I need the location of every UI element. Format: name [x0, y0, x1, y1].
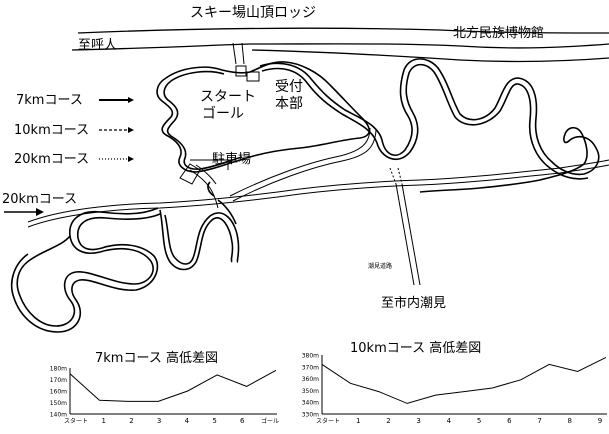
- profile-7km-x-tick-label: 4: [185, 417, 190, 425]
- profile-10km-title: 10kmコース 高低差図: [350, 340, 481, 356]
- profile-10km-x-tick-label: 4: [447, 417, 452, 425]
- profile-7km-y-tick-label: 180m: [50, 366, 67, 373]
- profile-10km-y-tick-label: 370m: [302, 364, 319, 371]
- profile-7km-x-tick-label: スタート: [64, 417, 88, 425]
- profile-10km-x-tick-label: スタート: [316, 417, 340, 425]
- parking-label: 駐車場: [212, 152, 251, 167]
- profile-7km-x-tick-label: 6: [240, 417, 245, 425]
- profile-7km-y-tick-label: 150m: [50, 400, 67, 407]
- start-label: スタート: [200, 89, 256, 105]
- profile-7km-y-tick-label: 170m: [50, 377, 67, 384]
- museum-label: 北方民族博物館: [453, 25, 544, 41]
- profile-7km-x-tick-label: ゴール: [261, 417, 279, 425]
- profile-10km-x-tick-label: 7: [537, 417, 541, 425]
- arrow-icon: [128, 127, 134, 133]
- profile-7km-x-tick-label: 5: [212, 417, 216, 425]
- profile-10km-y-tick-label: 350m: [302, 388, 319, 395]
- profile-7km-x-tick-label: 3: [157, 417, 161, 425]
- profile-10km-line: [321, 356, 607, 404]
- profile-10km-y-tick-label: 330m: [302, 412, 319, 419]
- profile-10km-y-tick-label: 360m: [302, 376, 319, 383]
- small-road-label: 潮見道路: [368, 262, 392, 270]
- profile-10km-x-tick-label: 8: [568, 417, 572, 425]
- course-entry-label: 20kmコース: [2, 192, 77, 207]
- profile-10km-x-tick-label: 6: [507, 417, 512, 425]
- profile-7km-title: 7kmコース 高低差図: [95, 350, 218, 366]
- map-legend: 7kmコース 10kmコース 20kmコース: [14, 93, 134, 167]
- arrow-icon: [128, 97, 134, 103]
- profile-10km-y-tick-label: 340m: [302, 400, 319, 407]
- profile-7km-x-tick-label: 1: [101, 417, 105, 425]
- to-city-label: 至市内潮見: [381, 295, 446, 311]
- profile-10km-x-tick-label: 2: [386, 417, 390, 425]
- profile-7km-x-tick-label: 2: [129, 417, 133, 425]
- ski-lodge-label: スキー場山頂ロッジ: [190, 5, 316, 21]
- lake-shore: [71, 27, 609, 63]
- legend-10km-label: 10kmコース: [14, 123, 89, 138]
- arrow-icon: [128, 156, 134, 162]
- headquarters-label: 本部: [275, 96, 303, 112]
- profile-10km: 10kmコース 高低差図 380m 370m 360m 350m 340m 330m スタ…: [302, 340, 607, 425]
- profile-7km-y-tick-label: 160m: [50, 389, 67, 396]
- profile-10km-x-tick-label: 3: [416, 417, 420, 425]
- roads: [27, 42, 609, 286]
- goal-label: ゴール: [202, 105, 244, 122]
- to-koboto-label: 至呼人: [78, 38, 117, 53]
- profile-7km-line: [69, 369, 277, 402]
- start-building: [235, 65, 260, 82]
- course-entry-arrow: [4, 208, 44, 216]
- profile-10km-y-tick-label: 380m: [302, 353, 319, 360]
- legend-20km-label: 20kmコース: [14, 152, 89, 167]
- course-lines: [10, 58, 600, 333]
- profile-10km-x-tick-label: 9: [598, 417, 602, 425]
- profile-7km-y-tick-label: 140m: [50, 412, 67, 419]
- profile-10km-x-tick-label: 1: [356, 417, 360, 425]
- reception-label: 受付: [275, 79, 303, 95]
- legend-7km-label: 7kmコース: [16, 93, 83, 108]
- profile-7km: 7kmコース 高低差図 180m 170m 160m 150m 140m スタート 1 2 3…: [50, 350, 279, 425]
- profile-10km-x-tick-label: 5: [477, 417, 481, 425]
